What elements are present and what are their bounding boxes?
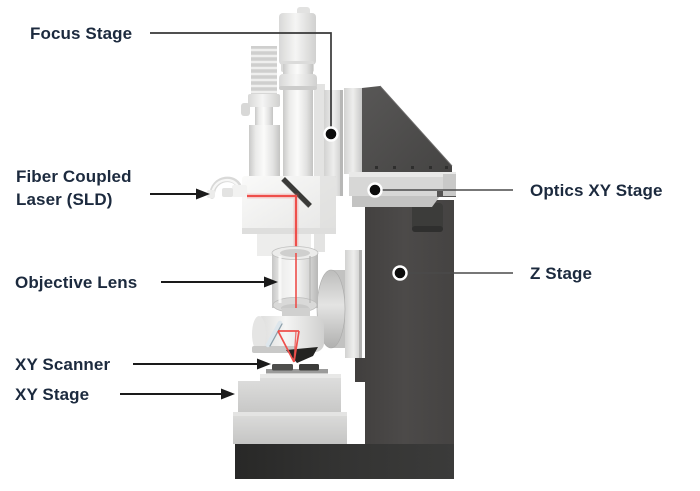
upper-side-plate — [344, 88, 362, 174]
z-stage-carriage-plate — [345, 250, 362, 358]
sample-holder — [266, 364, 328, 374]
xy-scanner-arrow — [133, 358, 271, 370]
bracket-back-strip — [314, 84, 325, 252]
z-stage-column — [355, 200, 454, 479]
focus-stage-leader — [150, 32, 339, 142]
focus-stage-label: Focus Stage — [30, 24, 133, 43]
focus-stage-rail — [324, 90, 343, 196]
beamsplitter-block — [242, 176, 336, 256]
fiber-cable — [207, 176, 247, 199]
focus-actuator-body — [279, 7, 317, 180]
fiber-coupled-laser-label: Fiber Coupled Laser (SLD) — [16, 165, 132, 211]
xy-stage-blocks — [233, 374, 347, 444]
laser-scan-cone — [277, 330, 300, 363]
objective-lens-arrow — [161, 276, 278, 288]
xy-stage-arrow — [120, 388, 235, 400]
fiber-coupled-laser-label-line2: Laser (SLD) — [16, 190, 113, 209]
objective-lens-body — [271, 246, 319, 313]
z-stage-leader — [392, 265, 513, 281]
machine-base — [235, 444, 454, 479]
clamp-block — [412, 203, 443, 232]
optics-xy-stage-leader — [367, 182, 513, 198]
beamsplitter-mirror — [280, 177, 312, 209]
xy-scanner-head — [252, 308, 324, 353]
objective-lens-label: Objective Lens — [15, 273, 138, 292]
xy-stage-label: XY Stage — [15, 385, 90, 404]
micrometer-head — [241, 46, 280, 183]
z-stage-label: Z Stage — [530, 264, 593, 283]
gusset-wedge — [362, 85, 453, 172]
xy-scanner-label: XY Scanner — [15, 355, 111, 374]
optics-xy-stage-bracket — [349, 172, 456, 207]
optics-xy-stage-label: Optics XY Stage — [530, 181, 663, 200]
fiber-laser-arrow — [150, 188, 210, 200]
fiber-coupled-laser-label-line1: Fiber Coupled — [16, 167, 132, 186]
